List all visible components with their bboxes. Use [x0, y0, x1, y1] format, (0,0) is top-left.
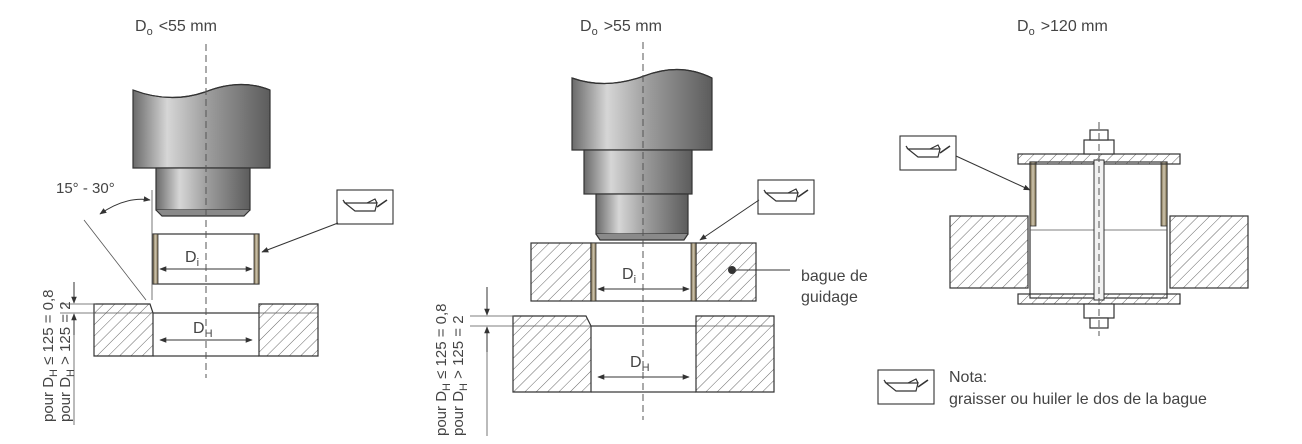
guide-label-line-1: bague de [801, 268, 868, 285]
housing: DH [93, 303, 319, 357]
dh-label: DH [193, 320, 213, 340]
oil-can-icon [757, 179, 815, 215]
panel-3 [899, 122, 1249, 336]
oil-leader [261, 222, 339, 253]
tolerance-line-2: pour DH > 125 = 2 [57, 301, 77, 422]
note-title: Nota: [949, 369, 987, 386]
panel-1-title: Do<55 mm [135, 18, 217, 38]
tolerance-dim: pour DH ≤ 125 = 0,8 pour DH > 125 = 2 [433, 287, 514, 436]
tolerance-dim: pour DH ≤ 125 = 0,8 pour DH > 125 = 2 [40, 282, 96, 425]
chamfer-angle: 15° - 30° [56, 180, 153, 301]
svg-text:Do<55 mm: Do<55 mm [135, 18, 217, 38]
panel-3-title: Do>120 mm [1017, 18, 1108, 38]
oil-can-icon [877, 369, 935, 405]
panel-2-title: Do>55 mm [580, 18, 662, 38]
tolerance-line-1: pour DH ≤ 125 = 0,8 [40, 289, 60, 422]
guide-label-line-2: guidage [801, 289, 858, 306]
svg-text:Do>120 mm: Do>120 mm [1017, 18, 1108, 38]
oil-leader [699, 199, 760, 241]
housing [949, 215, 1249, 289]
panel-2: bague de guidage Di DH [433, 42, 868, 436]
guide-ring: bague de guidage [530, 242, 868, 306]
housing: DH [512, 315, 775, 393]
angle-label: 15° - 30° [56, 180, 115, 197]
di-label: Di [622, 266, 636, 286]
panel-1: Di DH 15° - 30° pour DH ≤ 125 = [40, 44, 394, 425]
tolerance-line-2: pour DH > 125 = 2 [450, 315, 470, 436]
press-ram [571, 68, 713, 241]
press-ram [132, 83, 271, 217]
note-text: graisser ou huiler le dos de la bague [949, 391, 1207, 408]
tolerance-line-1: pour DH ≤ 125 = 0,8 [433, 303, 453, 436]
note: Nota: graisser ou huiler le dos de la ba… [877, 369, 1207, 408]
oil-can-icon [899, 135, 957, 171]
di-label: Di [185, 249, 199, 269]
svg-text:Do>55 mm: Do>55 mm [580, 18, 662, 38]
dh-label: DH [630, 354, 650, 374]
oil-leader [955, 155, 1031, 191]
oil-can-icon [336, 189, 394, 225]
